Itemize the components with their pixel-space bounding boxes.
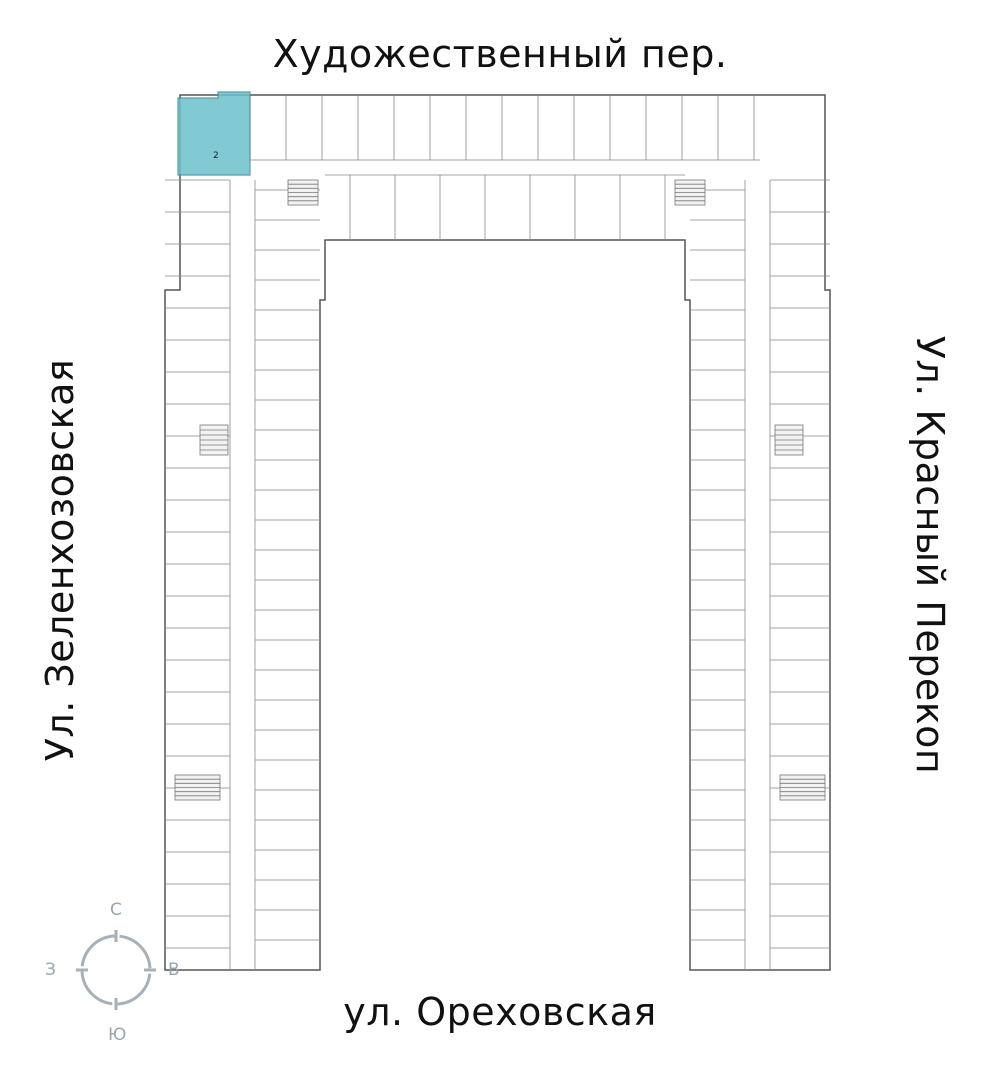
street-label-south: ул. Ореховская <box>343 990 657 1034</box>
building-outline <box>164 94 831 971</box>
apartment-partitions <box>165 95 830 970</box>
compass-north-label: С <box>110 900 122 920</box>
street-label-north: Художественный пер. <box>272 32 728 76</box>
apartment-rooms-label: 2 <box>213 151 219 161</box>
selected-apartment[interactable]: 2 <box>177 91 251 176</box>
compass <box>76 930 156 1010</box>
stairwells <box>174 179 826 801</box>
compass-west-label: З <box>45 960 56 980</box>
compass-south-label: Ю <box>108 1025 127 1045</box>
compass-east-label: В <box>168 960 180 980</box>
